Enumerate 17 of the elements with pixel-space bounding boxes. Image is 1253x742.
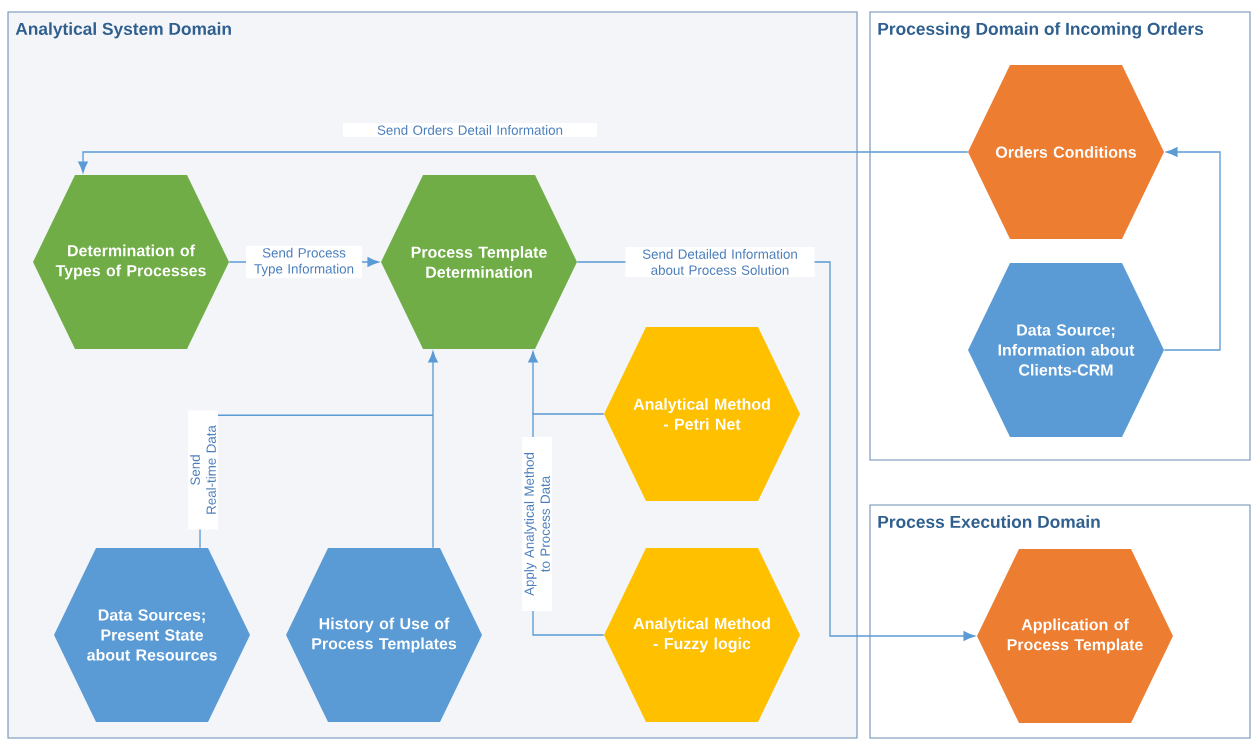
edge-label: Send Real-time Data	[188, 410, 218, 530]
arrow	[78, 151, 969, 173]
hexagon: Process Template Determination	[381, 175, 577, 349]
hexagon: History of Use of Process Templates	[286, 548, 482, 722]
hexagon: Orders Conditions	[968, 65, 1164, 239]
arrow	[428, 351, 438, 549]
hexagon: Application of Process Template	[977, 549, 1173, 723]
hexagon: Data Source; Information about Clients-CRM	[968, 263, 1164, 437]
hexagon: Analytical Method - Petri Net	[604, 327, 800, 501]
hexagon: Analytical Method - Fuzzy logic	[604, 548, 800, 722]
hexagon: Determination of Types of Processes	[33, 175, 229, 349]
arrow	[1163, 147, 1221, 351]
edge-label: Send Process Type Information	[246, 245, 362, 279]
edge-label: Apply Analytical Method to Process Data	[522, 437, 552, 611]
edge-label: Send Detailed Information about Process Solution	[625, 247, 815, 277]
edge-label: Send Orders Detail Information	[343, 123, 597, 137]
hexagon: Data Sources; Present State about Resources	[54, 548, 250, 722]
